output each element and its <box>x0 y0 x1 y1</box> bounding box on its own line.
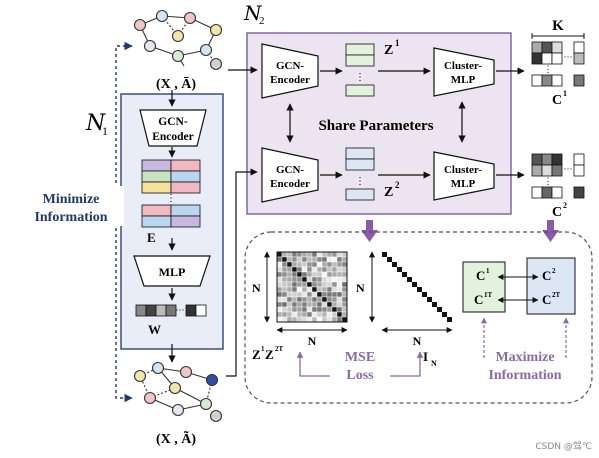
cluster-mlp-lower-2: MLP <box>451 178 476 190</box>
z2-embedding <box>345 147 375 201</box>
svg-text:⋮: ⋮ <box>544 176 553 186</box>
svg-text:⋮: ⋮ <box>544 64 553 74</box>
augmented-graph-icon <box>133 361 223 423</box>
svg-text:···: ··· <box>176 305 185 315</box>
cluster-matrix-c2 <box>531 153 585 199</box>
gcn-encoder-block-lower <box>261 147 319 203</box>
loss-arrows <box>361 220 559 242</box>
n2-subscript: 2 <box>259 15 265 27</box>
svg-text:···: ··· <box>564 52 573 62</box>
zz-sup1: 1 <box>261 345 265 353</box>
svg-text:⋮: ⋮ <box>355 176 365 187</box>
identity-label: I <box>423 349 428 364</box>
gcn-encoder-block-upper <box>261 43 319 99</box>
mlp-block <box>133 255 211 287</box>
svg-text:···: ··· <box>564 164 573 174</box>
zz-label-2: Z <box>265 347 274 362</box>
maximize-label-1: Maximize <box>495 350 554 365</box>
identity-matrix <box>382 252 452 322</box>
top-graph-icon <box>133 9 223 71</box>
minimize-label-1: Minimize <box>43 192 100 207</box>
watermark: CSDN @驾℃ <box>535 441 592 452</box>
z1-label: Z <box>384 43 393 58</box>
box-c1t: C <box>474 292 483 307</box>
embedding-label-e: E <box>147 230 156 245</box>
minimize-label-2: Information <box>34 210 107 225</box>
identity-n-horizontal: N <box>413 334 422 348</box>
mse-label-2: Loss <box>346 368 374 383</box>
gcn-encoder-label-1: GCN- <box>158 116 188 128</box>
mlp-label: MLP <box>159 265 186 279</box>
embedding-matrix-e <box>141 159 201 228</box>
maximize-label-2: Information <box>488 368 561 383</box>
heatmap-n-horizontal: N <box>308 334 317 348</box>
box-c2t: C <box>542 292 551 307</box>
gcn-encoder-lower-1: GCN- <box>276 164 304 176</box>
z2-label: Z <box>384 185 393 200</box>
cluster-mlp-block-upper <box>433 47 495 97</box>
gcn-encoder-lower-2: Encoder <box>270 178 310 190</box>
box-c2-sup: 2 <box>552 267 556 275</box>
n1-symbol: N <box>85 111 106 136</box>
box-c1t-sup: 1T <box>484 291 493 299</box>
weight-vector-w <box>135 304 207 317</box>
identity-sub: N <box>431 359 437 368</box>
gcn-encoder-label-2: Encoder <box>152 131 194 143</box>
gcn-encoder-upper-2: Encoder <box>270 74 310 86</box>
c1-box <box>462 261 506 313</box>
input-pair-bottom: (X , Ã) <box>156 429 196 447</box>
cluster-mlp-upper-2: MLP <box>451 74 476 86</box>
k-label: K <box>552 18 564 34</box>
z2-sup: 2 <box>395 180 400 190</box>
c1-sup: 1 <box>563 89 567 98</box>
zz-label: Z <box>252 347 261 362</box>
n1-subscript: 1 <box>102 124 108 138</box>
svg-text:⋮: ⋮ <box>166 193 176 204</box>
mse-label-1: MSE <box>345 350 375 365</box>
cluster-mlp-upper-1: Cluster- <box>444 60 482 72</box>
share-parameters-label: Share Parameters <box>318 118 433 134</box>
cluster-mlp-lower-1: Cluster- <box>444 164 482 176</box>
c2-sup: 2 <box>563 201 567 210</box>
z1-embedding <box>345 43 375 97</box>
similarity-matrix-heatmap <box>276 251 348 323</box>
identity-n-vertical: N <box>356 281 365 295</box>
input-pair-top: (X , Ā) <box>156 76 196 92</box>
loss-panel <box>244 231 593 404</box>
box-c2t-sup: 2T <box>552 291 561 299</box>
svg-text:⋮: ⋮ <box>355 72 365 83</box>
c1-label: C <box>552 93 562 108</box>
box-c2: C <box>542 268 551 283</box>
n2-symbol: N <box>243 1 263 25</box>
heatmap-n-vertical: N <box>252 281 261 295</box>
z1-sup: 1 <box>395 38 400 48</box>
gcn-encoder-upper-1: GCN- <box>276 60 304 72</box>
zz-sup2: 2T <box>275 345 284 353</box>
c2-label: C <box>552 205 562 220</box>
gcn-encoder-block-n1 <box>139 109 207 147</box>
c2-box <box>526 257 576 315</box>
box-c1-sup: 1 <box>486 267 490 275</box>
cluster-matrix-c1 <box>531 41 585 87</box>
cluster-mlp-block-lower <box>433 151 495 201</box>
box-c1: C <box>476 268 485 283</box>
weight-label-w: W <box>148 322 161 337</box>
